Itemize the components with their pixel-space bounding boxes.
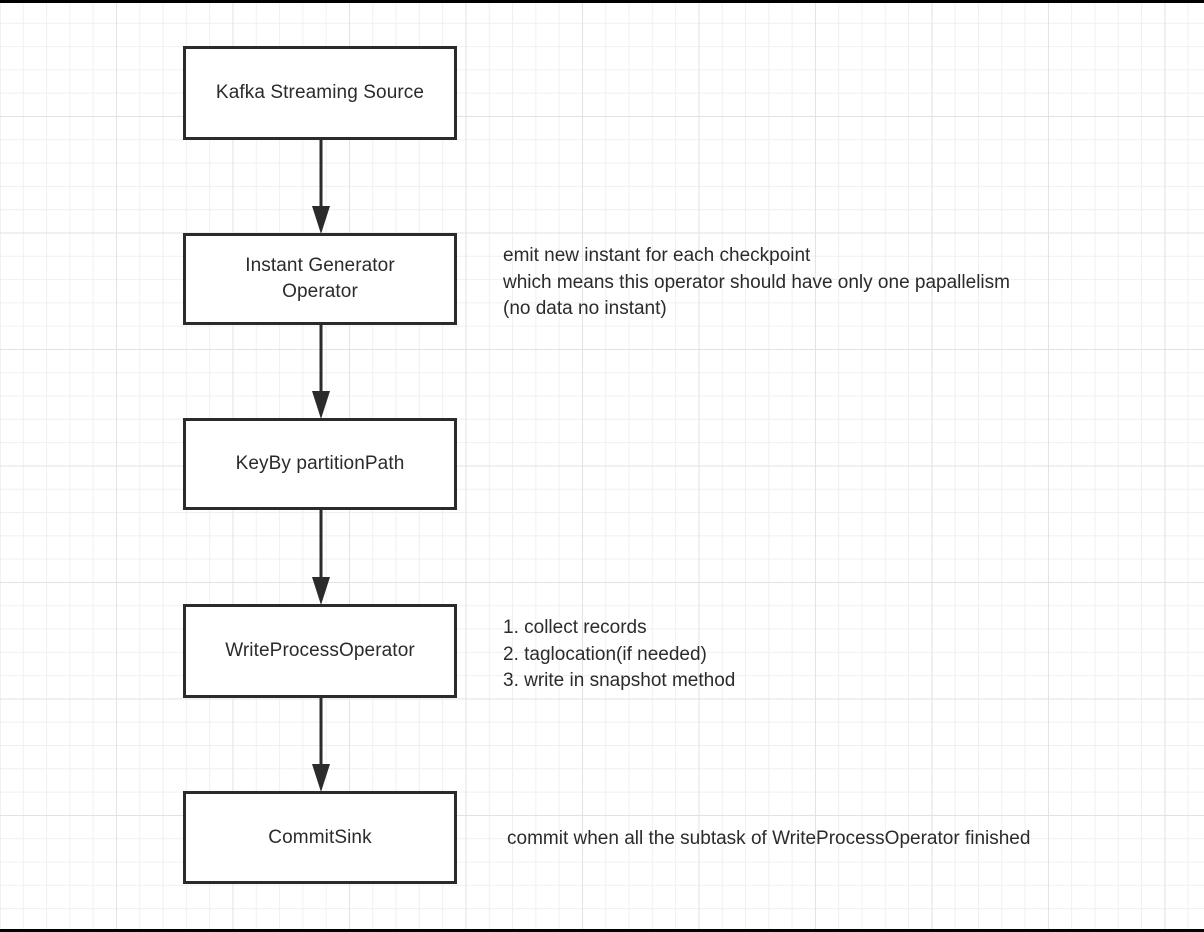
node-kafka-streaming-source[interactable]: Kafka Streaming Source bbox=[183, 46, 457, 140]
note-instant-generator-operator: emit new instant for each checkpoint whi… bbox=[503, 245, 1010, 319]
node-commit-sink[interactable]: CommitSink bbox=[183, 791, 457, 884]
connector-instant-to-keyby bbox=[312, 325, 330, 419]
note-commit-sink: commit when all the subtask of WriteProc… bbox=[507, 828, 1031, 849]
canvas-bottom-edge-bar bbox=[0, 929, 1204, 932]
note-write-process-operator: 1. collect records 2. taglocation(if nee… bbox=[503, 617, 736, 691]
connector-write-to-commit bbox=[312, 698, 330, 792]
node-instant-generator-operator[interactable]: Instant Generator Operator bbox=[183, 233, 457, 325]
node-keyby-partitionpath[interactable]: KeyBy partitionPath bbox=[183, 418, 457, 510]
node-write-process-operator[interactable]: WriteProcessOperator bbox=[183, 604, 457, 698]
connector-source-to-instant bbox=[312, 140, 330, 234]
connector-keyby-to-write bbox=[312, 510, 330, 605]
canvas-top-edge-bar bbox=[0, 0, 1204, 3]
